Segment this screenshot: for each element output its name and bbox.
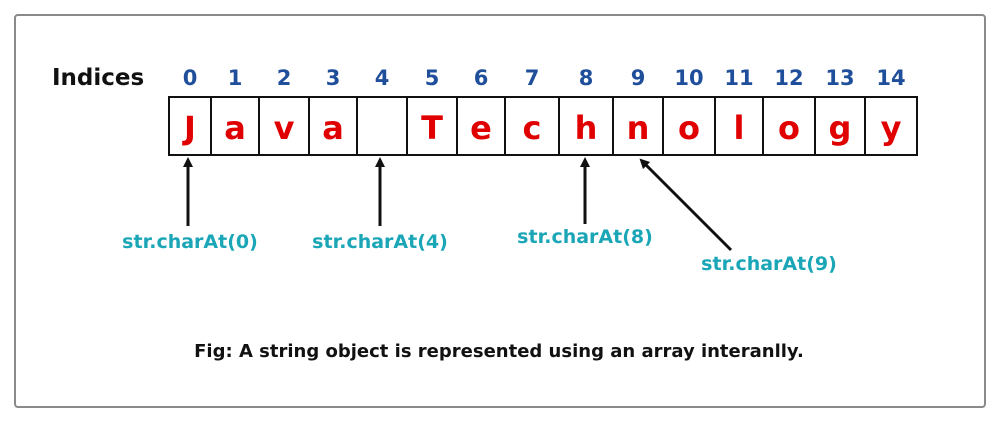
index-label-13: 13 bbox=[825, 66, 854, 90]
array-char-8: h bbox=[575, 109, 598, 147]
array-cell-5 bbox=[406, 96, 458, 156]
array-char-3: a bbox=[322, 109, 344, 147]
index-label-2: 2 bbox=[277, 66, 292, 90]
index-label-5: 5 bbox=[425, 66, 440, 90]
index-label-8: 8 bbox=[579, 66, 594, 90]
arrow-layer bbox=[183, 157, 733, 252]
index-label-10: 10 bbox=[674, 66, 703, 90]
index-label-6: 6 bbox=[474, 66, 489, 90]
array-char-2: v bbox=[274, 109, 295, 147]
array-cell-4 bbox=[356, 96, 408, 156]
array-cell-11 bbox=[714, 96, 764, 156]
index-label-1: 1 bbox=[228, 66, 243, 90]
pointer-arrow-9 bbox=[639, 158, 733, 252]
array-char-7: c bbox=[523, 109, 542, 147]
method-call-labels: str.charAt(0) str.charAt(4) str.charAt(8) s… bbox=[122, 226, 837, 275]
array-char-1: a bbox=[224, 109, 246, 147]
array-cell-3 bbox=[308, 96, 358, 156]
array-cell-7 bbox=[504, 96, 560, 156]
array-cell-9 bbox=[612, 96, 664, 156]
array-cell-13 bbox=[814, 96, 866, 156]
index-label-0: 0 bbox=[183, 66, 198, 90]
array-char-10: o bbox=[678, 109, 700, 147]
array-char-11: l bbox=[734, 109, 745, 147]
array-char-6: e bbox=[470, 109, 492, 147]
charat-label-4: str.charAt(4) bbox=[312, 231, 448, 253]
index-label-4: 4 bbox=[375, 66, 390, 90]
array-cell-12 bbox=[762, 96, 816, 156]
array-char-0: J bbox=[182, 109, 196, 147]
charat-label-9: str.charAt(9) bbox=[701, 253, 837, 275]
figure-frame bbox=[14, 14, 986, 408]
array-cell-14 bbox=[864, 96, 918, 156]
charat-label-0: str.charAt(0) bbox=[122, 231, 258, 253]
index-label-12: 12 bbox=[774, 66, 803, 90]
array-char-13: g bbox=[829, 109, 852, 147]
array-cell-8 bbox=[558, 96, 614, 156]
array-cell-6 bbox=[456, 96, 506, 156]
array-cell-0 bbox=[168, 96, 212, 156]
array-cell-1 bbox=[210, 96, 260, 156]
index-label-3: 3 bbox=[326, 66, 341, 90]
indices-label: Indices bbox=[52, 65, 144, 91]
array-char-14: y bbox=[881, 109, 902, 147]
charat-label-8: str.charAt(8) bbox=[517, 226, 653, 248]
index-label-7: 7 bbox=[525, 66, 540, 90]
array-char-12: o bbox=[778, 109, 800, 147]
array-char-9: n bbox=[627, 109, 650, 147]
index-label-9: 9 bbox=[631, 66, 646, 90]
index-label-11: 11 bbox=[724, 66, 753, 90]
array-char-5: T bbox=[421, 109, 443, 147]
index-label-14: 14 bbox=[876, 66, 905, 90]
figure-caption: Fig: A string object is represented usin… bbox=[194, 341, 804, 362]
